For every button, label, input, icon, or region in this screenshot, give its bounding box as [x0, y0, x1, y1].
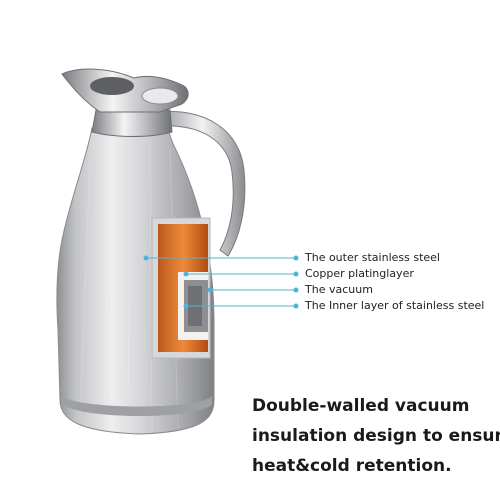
carafe-base	[62, 396, 212, 416]
callout-copper-layer: Copper platinglayer	[305, 267, 414, 280]
callout-vacuum: The vacuum	[305, 283, 373, 296]
callout-inner-steel: The Inner layer of stainless steel	[305, 299, 485, 312]
headline-line-1: Double-walled vacuum	[252, 396, 470, 416]
neck-collar	[91, 109, 173, 137]
callout-outer-steel: The outer stainless steel	[305, 251, 440, 264]
lid-opening	[90, 77, 134, 95]
headline-line-2: insulation design to ensure	[252, 426, 500, 446]
cutaway-window	[151, 217, 211, 359]
headline-line-3: heat&cold retention.	[252, 456, 452, 476]
callout-dots	[143, 255, 299, 309]
lid-button	[141, 87, 179, 105]
handle	[159, 111, 246, 257]
callout-lines	[146, 257, 296, 307]
